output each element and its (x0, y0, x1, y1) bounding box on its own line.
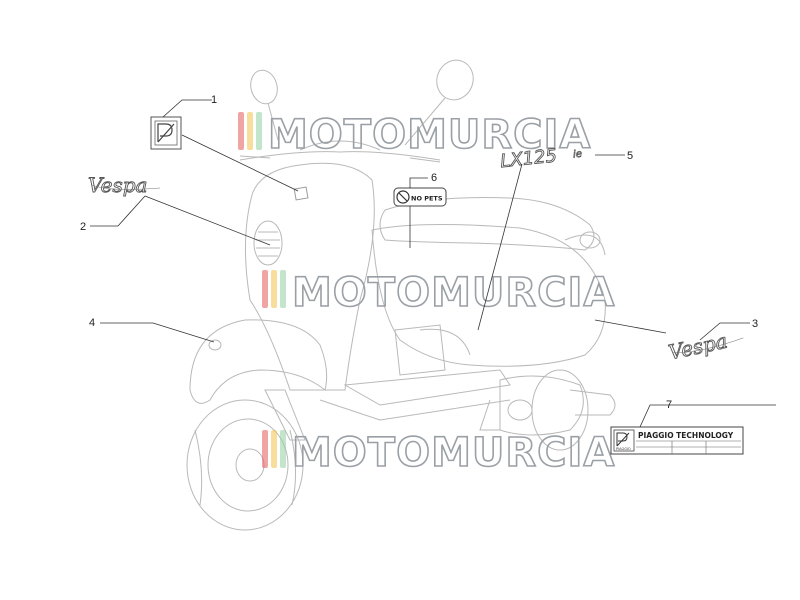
rear-rack (564, 234, 606, 256)
callout-2: 2 (80, 221, 86, 233)
front-fender (189, 319, 328, 404)
right-mirror (436, 59, 474, 101)
horn-grille (253, 220, 283, 266)
headset (299, 140, 381, 151)
leg-shield (244, 162, 375, 391)
piaggio-badge-part[interactable] (150, 116, 182, 150)
watermark-bottom: MOTOMURCIA (262, 429, 615, 477)
scooter-outline (186, 59, 616, 531)
rear-body (371, 223, 606, 367)
wm-stripe-yellow (247, 112, 253, 150)
seat (379, 197, 595, 251)
callout-3: 3 (752, 318, 758, 330)
piaggio-technology-plate-part[interactable]: PIAGGIO PIAGGIO TECHNOLOGY (610, 426, 744, 455)
callout-4: 4 (89, 317, 95, 329)
callout-7: 7 (666, 399, 672, 411)
engine-cover (499, 375, 584, 436)
front-wheel (186, 399, 304, 531)
left-mirror (250, 69, 278, 105)
side-door (394, 324, 446, 376)
plate-piaggio-logo-icon (616, 432, 630, 447)
wm-stripe-green (280, 270, 286, 308)
wm-stripe-yellow (271, 270, 277, 308)
wm-stripe-yellow (271, 430, 277, 468)
lx125-badge-suffix: ie (573, 149, 583, 161)
plate-title: PIAGGIO TECHNOLOGY (638, 431, 734, 440)
watermark-middle: MOTOMURCIA (262, 269, 615, 317)
watermark-text: MOTOMURCIA (292, 270, 615, 316)
no-pets-text: NO PETS (411, 195, 443, 203)
vespa-script-front-part[interactable]: Vespa (88, 173, 161, 197)
plate-logo-text: PIAGGIO (616, 447, 631, 451)
piaggio-logo-icon (157, 123, 175, 143)
watermark-text: MOTOMURCIA (292, 430, 615, 476)
leader-lines (90, 99, 776, 428)
no-pets-icon (396, 190, 410, 204)
vespa-script-side-part[interactable]: Vespa (666, 325, 745, 365)
plate-frame (610, 426, 744, 455)
wm-stripe-red (238, 112, 244, 150)
wm-stripe-red (262, 430, 268, 468)
watermark-text: MOTOMURCIA (268, 112, 591, 158)
watermark-top: MOTOMURCIA (238, 111, 591, 159)
callout-1: 1 (211, 94, 217, 106)
lx125-badge-text: LX125 (499, 145, 558, 172)
exhaust (569, 389, 616, 416)
right-mirror-stem (404, 97, 446, 146)
handlebar (239, 151, 441, 161)
front-badge-spot (293, 186, 309, 201)
vespa-script-front: Vespa (88, 173, 147, 197)
left-mirror-stem (267, 102, 279, 141)
floor-board (343, 369, 511, 406)
wm-stripe-green (280, 430, 286, 468)
vespa-script-side: Vespa (666, 329, 729, 365)
wm-stripe-red (262, 270, 268, 308)
callout-6: 6 (431, 172, 437, 184)
wm-stripe-green (256, 112, 262, 150)
front-fork (264, 389, 306, 441)
no-pets-sticker-part[interactable]: NO PETS (393, 187, 447, 207)
callout-5: 5 (627, 150, 633, 162)
